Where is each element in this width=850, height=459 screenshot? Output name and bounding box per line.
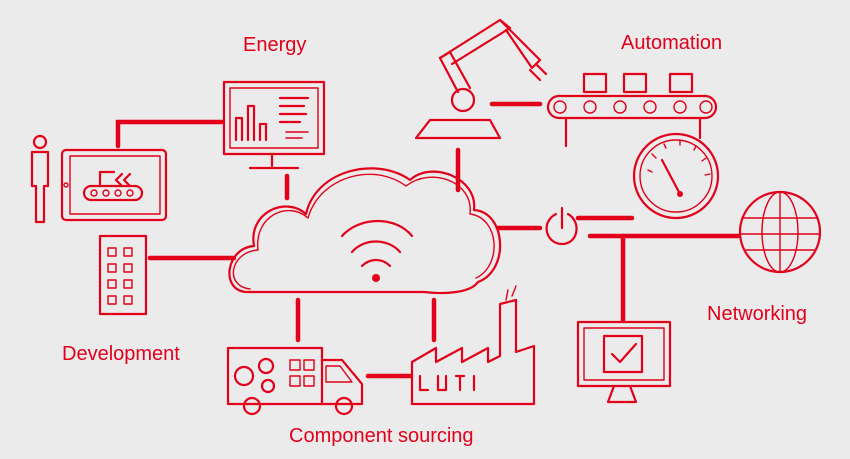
- energy-monitor-icon: [222, 80, 326, 170]
- label-automation: Automation: [621, 32, 723, 54]
- label-component-sourcing: Component sourcing: [289, 425, 474, 447]
- label-networking: Networking: [707, 303, 808, 325]
- conveyor-belt-icon: [546, 72, 718, 148]
- person-icon: [30, 134, 50, 224]
- keypad-icon: [98, 234, 148, 316]
- globe-icon: [738, 190, 822, 274]
- factory-icon: [410, 285, 536, 406]
- gauge-icon: [632, 132, 720, 220]
- label-development: Development: [62, 343, 180, 365]
- checkmark-monitor-icon: [576, 320, 672, 404]
- connector-lines: [115, 101, 741, 379]
- delivery-truck-icon: [226, 346, 364, 416]
- power-button-icon: [545, 206, 578, 246]
- robot-arm-icon: [414, 18, 548, 140]
- cloud-wifi-icon: [228, 167, 502, 295]
- tablet-icon: [60, 148, 168, 222]
- label-energy: Energy: [243, 34, 307, 56]
